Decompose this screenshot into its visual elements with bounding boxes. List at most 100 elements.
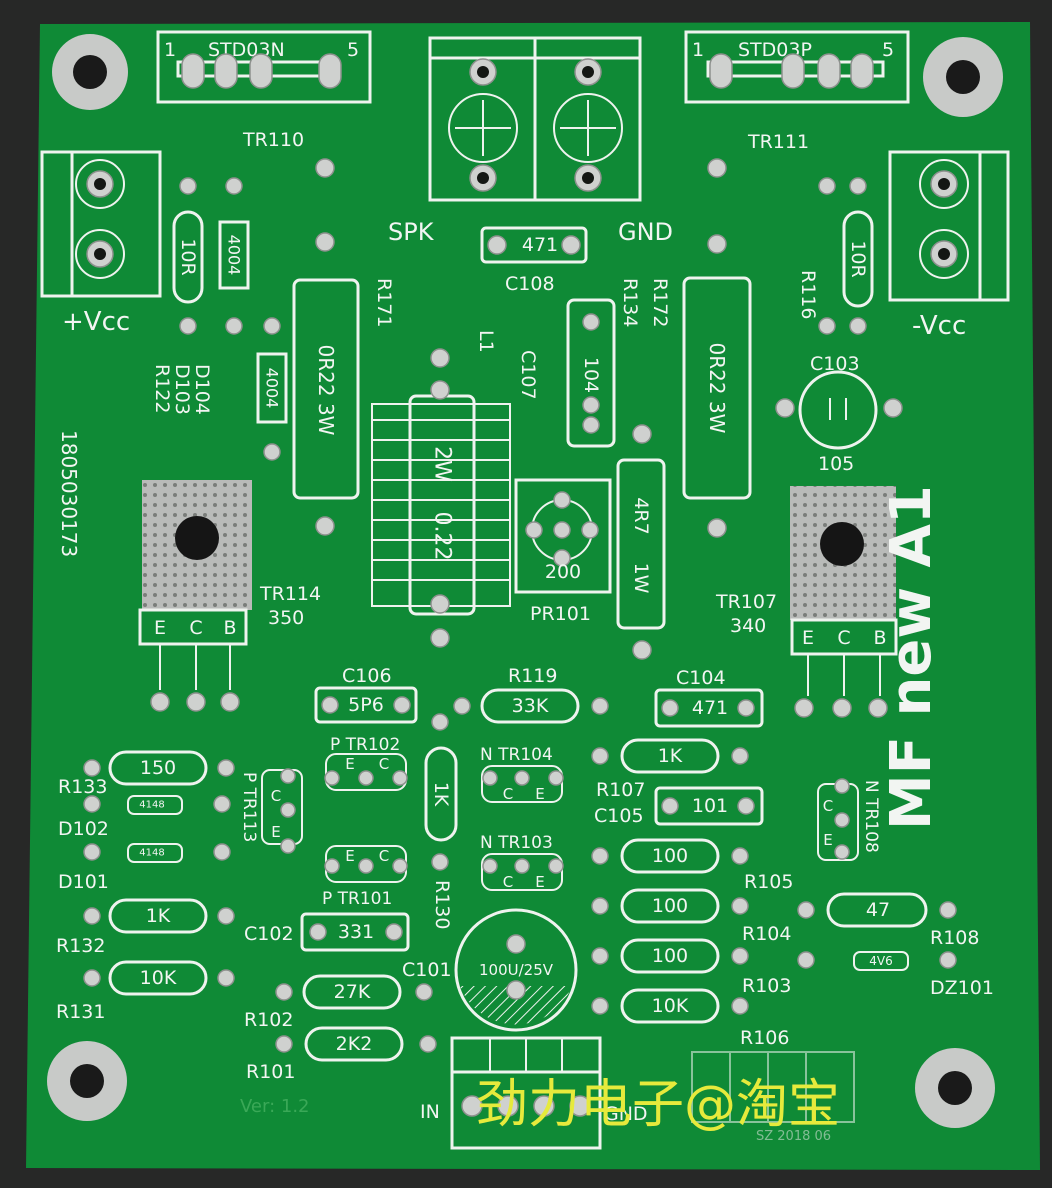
r102-value: 27K (334, 981, 371, 1003)
tr108-label: N TR108 (861, 780, 881, 853)
c104-footprint: C104 471 (654, 667, 764, 728)
tr113-label: P TR113 (239, 772, 259, 842)
input-connector: IN GND (420, 1036, 648, 1150)
speaker-terminal: SPK GND (388, 36, 673, 246)
std03p-pin1-label: 1 (692, 39, 704, 61)
d103-body: 4004 (263, 368, 282, 409)
c101-label: C101 (402, 959, 452, 981)
r4r7-power: 1W (630, 563, 652, 594)
c107-label: C107 (517, 350, 539, 400)
r4r7-footprint: 4R7 1W (616, 424, 666, 660)
l1-label2: 0.22 (430, 512, 455, 561)
dz101-label: DZ101 (930, 977, 994, 999)
vcc-minus-terminal: -Vcc (888, 150, 1010, 341)
r134-label: R134 (619, 278, 641, 327)
spk-label: SPK (388, 218, 435, 246)
r101-label: R101 (246, 1061, 295, 1083)
std03n-pin5-label: 5 (347, 39, 359, 61)
c102-value: 331 (338, 921, 374, 943)
tr102-e: E (345, 755, 354, 773)
maker-logo: SZ 2018 06 (691, 1051, 855, 1144)
r130-label: R130 (431, 880, 453, 929)
r131-label: R131 (56, 1001, 105, 1023)
c102-label: C102 (244, 923, 294, 945)
tr107-footprint: E C B TR107 340 (715, 486, 898, 718)
tr108-e: E (823, 831, 832, 849)
pcb-board (26, 22, 1040, 1170)
c104-label: C104 (676, 667, 726, 689)
c101-footprint: C101 100U/25V (402, 908, 578, 1032)
c108-value: 471 (522, 234, 558, 256)
r130-value: 1K (430, 782, 452, 807)
tr101-footprint: E C P TR101 (322, 845, 408, 909)
tr114-label: TR114 (259, 583, 321, 605)
r133-label: R133 (58, 776, 107, 798)
shop-watermark: 劲力电子@淘宝 (476, 1075, 840, 1135)
r132-label: R132 (56, 935, 105, 957)
r132-value: 1K (146, 905, 171, 927)
r107-c105-group: 1K R107 101 C105 (591, 738, 764, 827)
d101-label: D101 (58, 871, 109, 893)
c106-footprint: C106 5P6 (314, 665, 418, 724)
c104-value: 471 (692, 697, 728, 719)
l1-label: L1 (475, 330, 497, 353)
r172-label: R172 (649, 278, 671, 327)
tr103-label: N TR103 (480, 833, 553, 853)
r104-label: R104 (742, 923, 791, 945)
dz101-body: 4V6 (869, 954, 892, 968)
std03p-footprint: 1 STD03P 5 TR111 (684, 30, 910, 153)
d103-label: D103 (171, 364, 193, 415)
r133-value: 150 (140, 757, 176, 779)
tr101-e: E (345, 847, 354, 865)
c106-value: 5P6 (348, 694, 384, 716)
r131-value: 10K (140, 967, 177, 989)
d102-label: D102 (58, 818, 109, 840)
tr101-label: P TR101 (322, 889, 392, 909)
r103-label: R103 (742, 975, 791, 997)
c106-label: C106 (342, 665, 392, 687)
r119-value: 33K (512, 695, 549, 717)
pr101-trimmer: 200 PR101 (514, 478, 612, 625)
r172-value: 0R22 3W (705, 343, 729, 434)
c103-footprint: C103 105 (775, 353, 903, 475)
r122-d103-d104-group: 10R 4004 4004 D104 D103 R122 (151, 177, 288, 461)
c103-label: C103 (810, 353, 860, 375)
tr113-c: C (271, 787, 281, 805)
r104-value: 100 (652, 895, 688, 917)
r106-label: R106 (740, 1027, 789, 1049)
tr111-label: TR111 (747, 131, 809, 153)
left-lower-group: 1K R132 10K R131 C102 331 (56, 898, 410, 1023)
r108-dz101-group: 47 R108 4V6 DZ101 (797, 892, 994, 999)
tr108-footprint: C E N TR108 (817, 778, 881, 861)
r10r-right-value: 10R (847, 240, 869, 277)
r105-label: R105 (744, 871, 793, 893)
r116-label: R116 (797, 270, 819, 319)
r122-label: R122 (151, 364, 173, 413)
r4r7-value: 4R7 (630, 497, 652, 534)
serial-number: 1805030173 (57, 430, 81, 557)
d102-body: 4148 (139, 800, 164, 811)
version-label: Ver: 1.2 (240, 1096, 310, 1117)
gnd-bottom-label: GND (604, 1103, 648, 1125)
vcc-minus-label: -Vcc (912, 311, 966, 341)
tr102-c: C (379, 755, 389, 773)
tr103-footprint: N TR103 C E (480, 833, 564, 891)
r172-footprint: 0R22 3W (682, 158, 752, 538)
vcc-plus-terminal: +Vcc (40, 150, 162, 337)
tr107-label: TR107 (715, 591, 777, 613)
c108-label: C108 (505, 273, 555, 295)
tr104-e: E (535, 785, 544, 803)
tr107-code: 340 (730, 615, 766, 637)
pr101-label: PR101 (530, 603, 591, 625)
mounting-holes (47, 34, 1003, 1128)
r116-footprint: 10R R116 (797, 177, 874, 335)
r102-r101-group: 27K R102 2K2 R101 (244, 974, 437, 1083)
r171-label: R171 (373, 278, 395, 327)
d104-body: 4004 (225, 235, 244, 276)
tr102-footprint: P TR102 E C (324, 735, 408, 791)
std03n-footprint: 1 STD03N 5 TR110 (156, 30, 372, 151)
gnd-top-label: GND (618, 218, 673, 246)
tr107-pin-c: C (837, 627, 850, 649)
r107-value: 1K (658, 745, 683, 767)
